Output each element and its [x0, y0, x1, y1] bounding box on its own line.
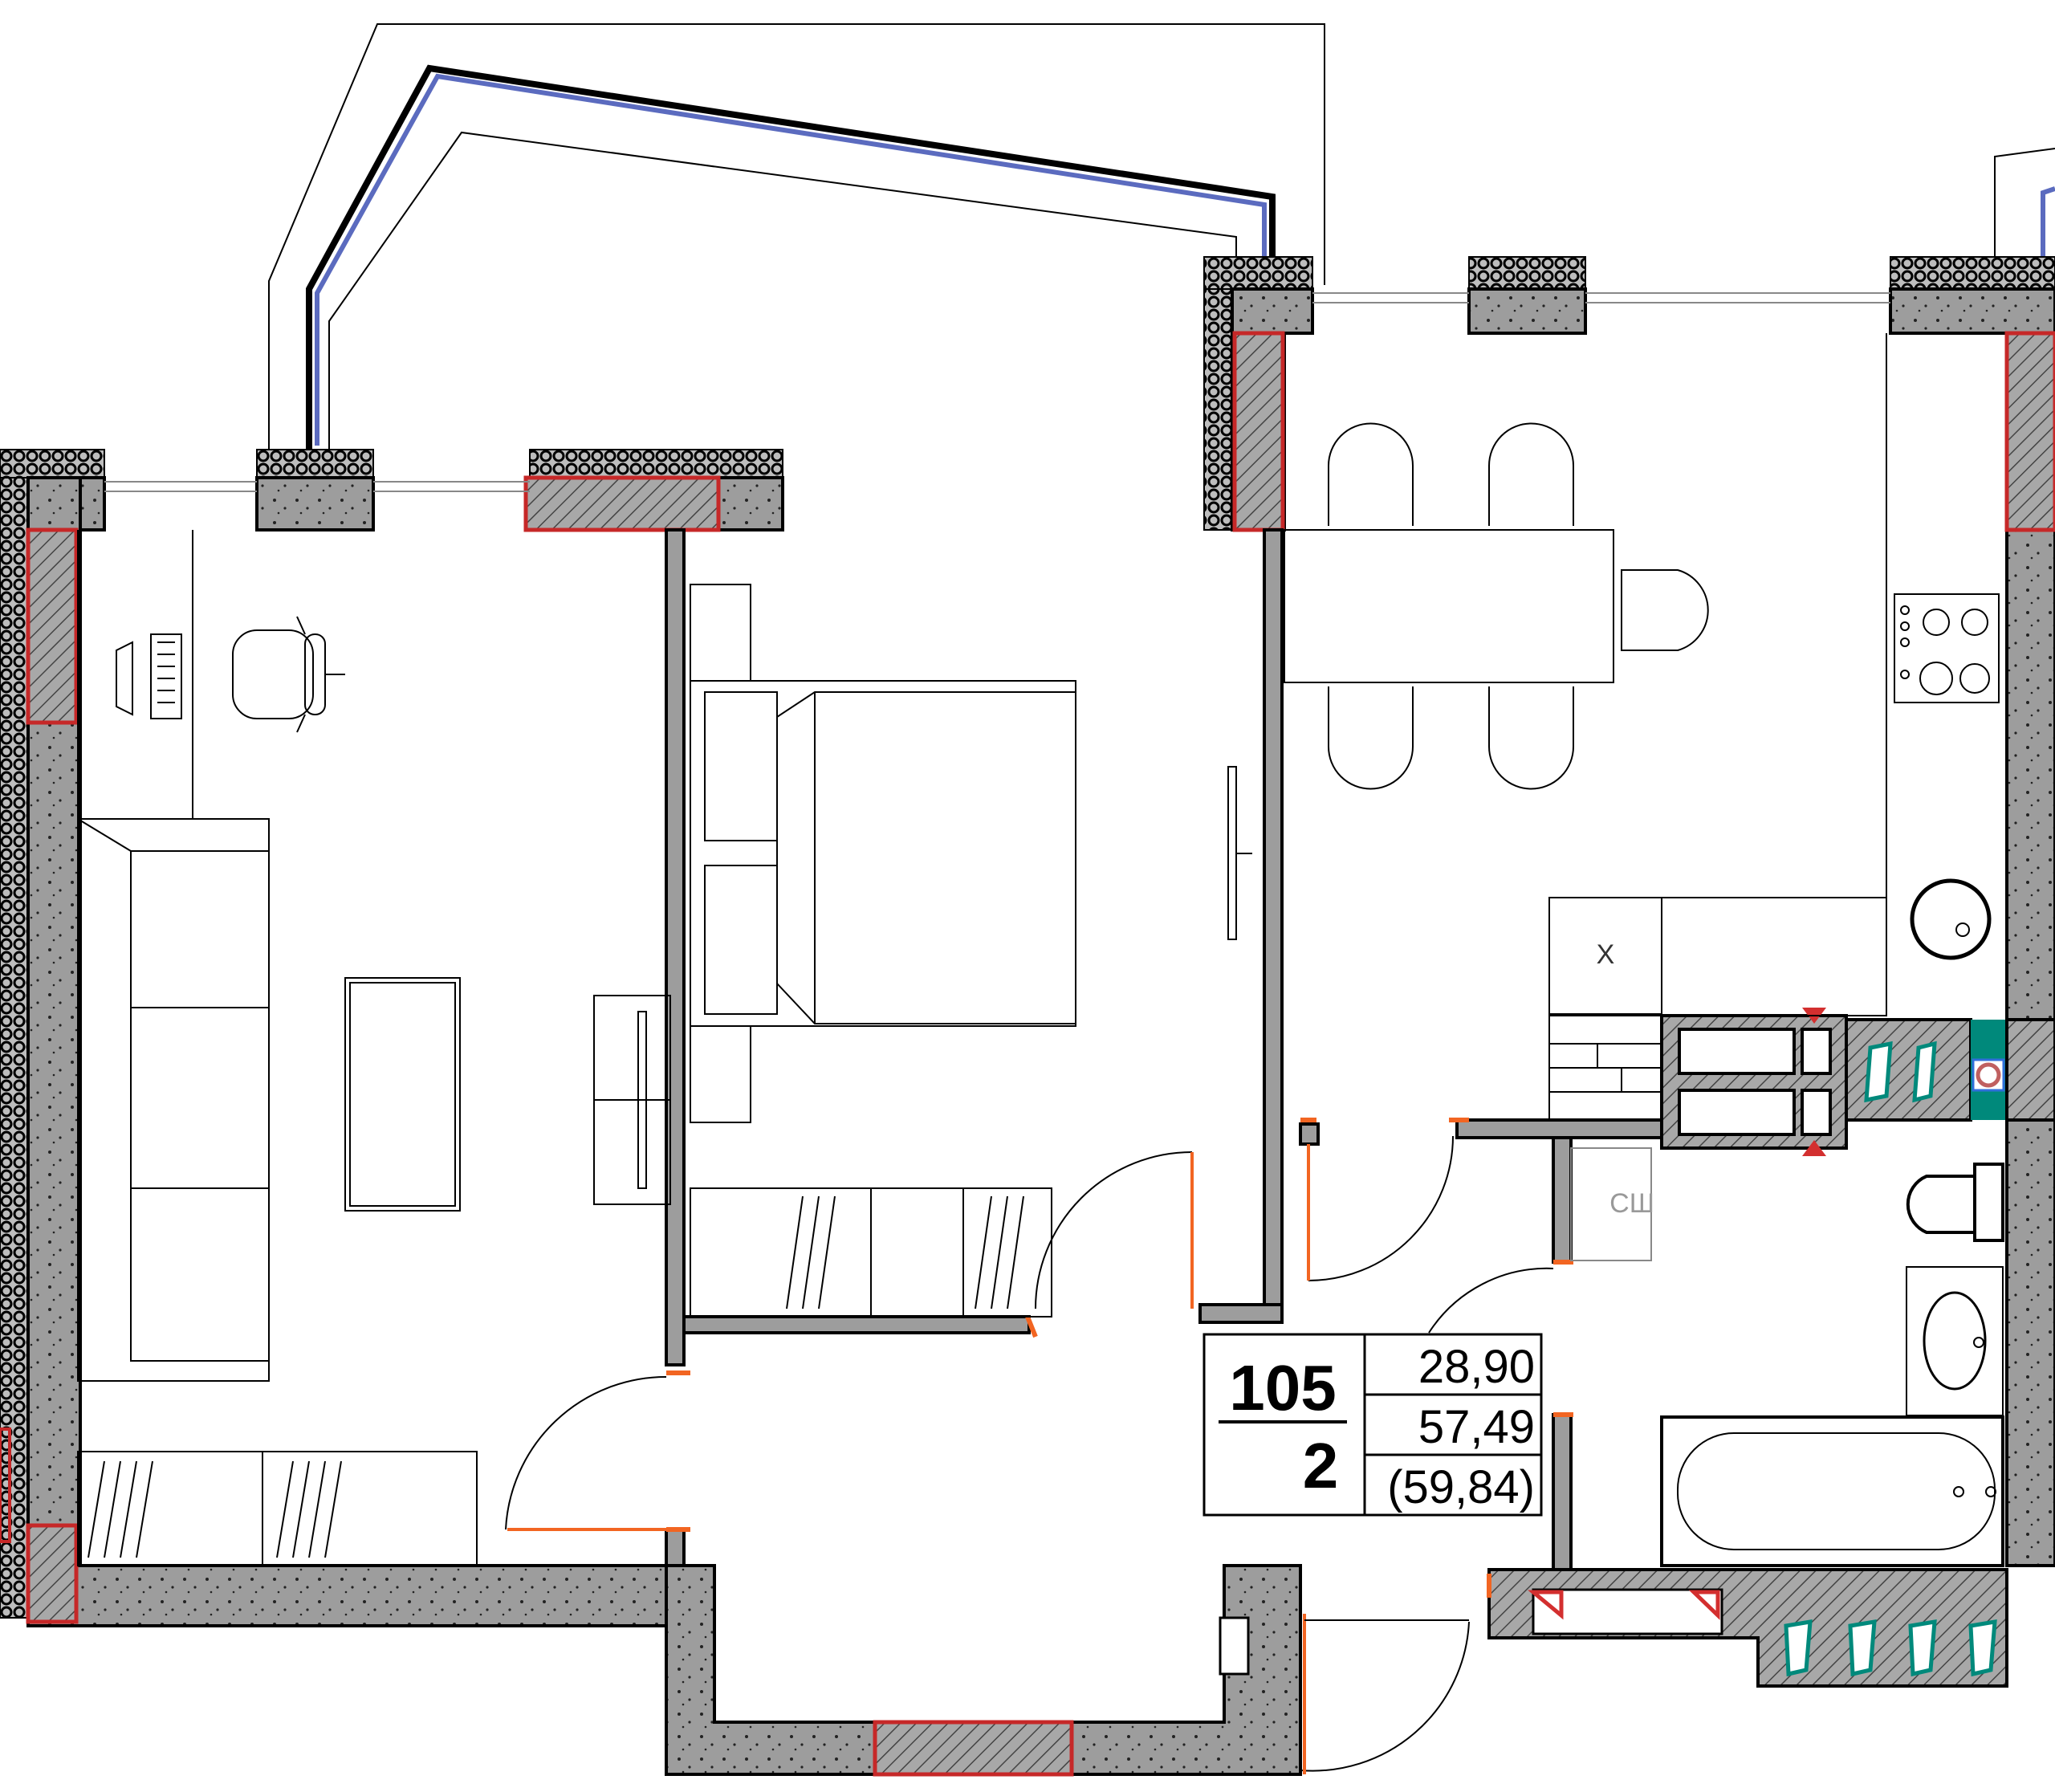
bedroom-wardrobe-icon [690, 1187, 1052, 1318]
total-area-with-balcony: (59,84) [1387, 1461, 1535, 1513]
bedside-table [690, 584, 751, 1123]
stove-icon [1894, 593, 2000, 703]
kitchen-counter [1548, 333, 1887, 1016]
desk [77, 530, 193, 819]
bed-icon [690, 680, 1076, 1027]
toilet-icon [1906, 1163, 2004, 1242]
dining-table-icon [1284, 529, 1614, 683]
bathtub-icon [1660, 1415, 2004, 1567]
window-left-bottom [26, 1523, 79, 1624]
doors [505, 1118, 1573, 1774]
window-glazing [104, 292, 1890, 492]
balcony [268, 23, 1325, 450]
balcony-outer-line [268, 23, 1325, 450]
living-area: 28,90 [1418, 1341, 1535, 1393]
insulation-layers [0, 256, 2055, 1619]
window-bedroom [523, 475, 721, 532]
window-bottom-niche [873, 1720, 1074, 1777]
room-count: 2 [1303, 1430, 1339, 1501]
bedroom-tv-icon [1227, 766, 1252, 940]
wardrobe-icon [77, 1451, 478, 1566]
ventilation-shaft [1660, 1008, 2055, 1156]
chair-icon [1328, 422, 1709, 790]
wardrobe-label: СШ [1609, 1188, 1654, 1219]
apartment-info-box: 105 2 28,90 57,49 (59,84) [1202, 1333, 1543, 1517]
tv-icon [593, 995, 671, 1205]
fridge-icon [1548, 897, 1662, 1120]
coffee-table-icon [344, 977, 461, 1212]
neighbour-balcony-glazing [2041, 186, 2055, 277]
fridge-label: Х [1597, 939, 1615, 970]
desk-chair-icon [232, 616, 345, 733]
window-kitchen-left [1232, 331, 1285, 532]
washbasin-icon [1906, 1266, 2004, 1416]
sofa-icon [77, 818, 270, 1382]
windows [0, 331, 2055, 1777]
sink-icon [1910, 878, 1992, 960]
apartment-number: 105 [1229, 1352, 1336, 1423]
total-area: 57,49 [1418, 1401, 1535, 1453]
balcony-inner-line [328, 131, 1237, 450]
computer-icon [116, 633, 182, 719]
window-left-edge [0, 1427, 11, 1543]
balcony-glazing [315, 73, 1267, 446]
balcony-rail [306, 64, 1276, 450]
bottom-shaft [1487, 1568, 2008, 1688]
neighbour-balcony-line [1994, 148, 2055, 273]
window-kitchen-right [2004, 331, 2055, 532]
wardrobe-cabinet-icon [1570, 1147, 1652, 1261]
window-left [26, 527, 79, 725]
